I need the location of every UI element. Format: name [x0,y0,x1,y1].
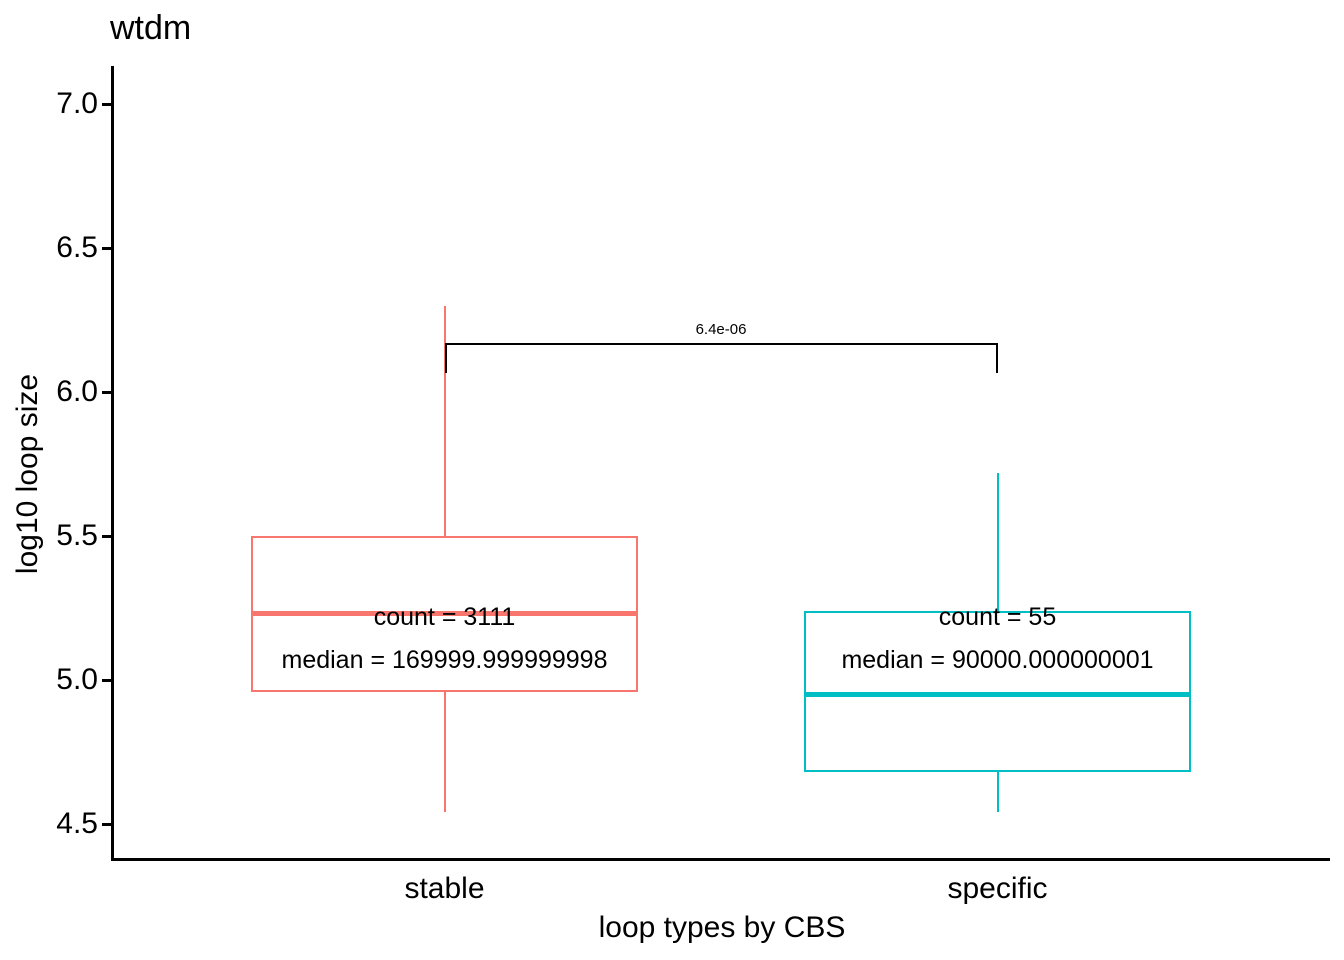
x-category-label-specific: specific [947,872,1048,905]
significance-bracket-right-tick [995,343,998,374]
y-tick-label: 6.5 [56,231,98,264]
significance-bracket-left-tick [444,343,447,374]
x-category-label-stable: stable [404,872,485,905]
specific-upper-whisker [996,472,999,611]
y-tick-label: 7.0 [56,87,98,120]
y-tick-mark [102,102,111,106]
y-tick-label: 5.0 [56,663,98,696]
specific-median-line [804,691,1191,697]
y-tick-mark [102,534,111,538]
significance-pvalue-label: 6.4e-06 [695,321,747,339]
y-axis-line [111,66,114,861]
x-axis-title: loop types by CBS [598,911,846,944]
significance-bracket-bar [444,343,998,346]
y-tick-mark [102,246,111,250]
stable-median-annotation: median = 169999.999999998 [281,645,608,674]
specific-count-annotation: count = 55 [938,602,1057,631]
plot-title: wtdm [110,9,192,47]
y-tick-label: 4.5 [56,807,98,840]
y-tick-mark [102,678,111,682]
stable-upper-whisker [443,305,446,536]
y-tick-label: 5.5 [56,519,98,552]
stable-count-annotation: count = 3111 [373,602,516,631]
specific-lower-whisker [996,772,999,813]
stable-lower-whisker [443,691,446,813]
specific-box [804,610,1191,773]
specific-median-annotation: median = 90000.000000001 [841,645,1154,674]
y-tick-mark [102,390,111,394]
y-tick-label: 6.0 [56,375,98,408]
stable-median-line [251,611,638,617]
y-tick-mark [102,822,111,826]
x-axis-line [111,858,1330,861]
